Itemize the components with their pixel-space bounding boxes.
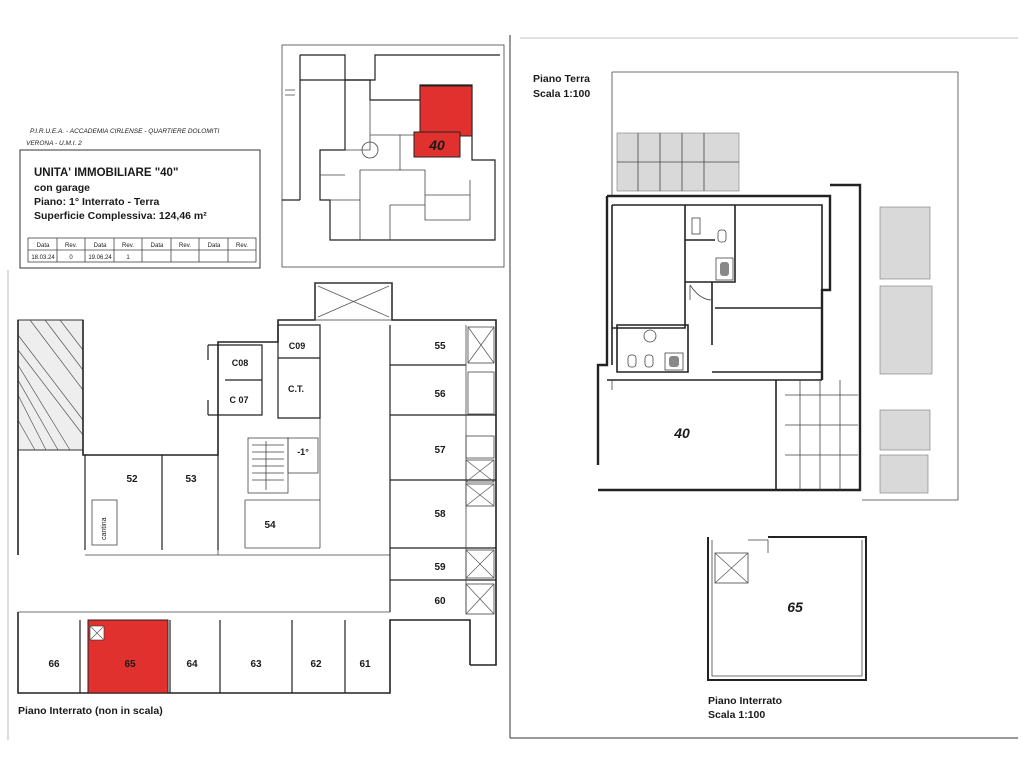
unit-title: UNITA' IMMOBILIARE "40" xyxy=(34,167,178,179)
basement-plan: C09 C08 C 07 C.T. -1° 52 53 54 cantina 5… xyxy=(17,282,497,717)
rev-header: Rev. xyxy=(65,243,77,249)
garage-55: 55 xyxy=(434,341,446,352)
garage-58: 58 xyxy=(434,509,446,520)
room-c09: C09 xyxy=(289,341,306,351)
ground-floor-unit-label: 40 xyxy=(673,425,690,441)
rev-value: 1 xyxy=(126,255,130,261)
garage-65: 65 xyxy=(124,659,136,670)
garage-56: 56 xyxy=(434,389,446,400)
garage-64: 64 xyxy=(186,659,198,670)
key-plan-unit-label: 40 xyxy=(428,137,445,153)
garage-59: 59 xyxy=(434,562,446,573)
revision-table: Data Rev. Data Rev. Data Rev. Data Rev. … xyxy=(27,237,257,263)
rev-header: Data xyxy=(94,243,107,249)
sheet-frame xyxy=(7,35,1018,740)
room-54: 54 xyxy=(264,520,276,531)
rev-header: Data xyxy=(151,243,164,249)
room-cantina: cantina xyxy=(101,517,108,540)
ground-floor-scale: Scala 1:100 xyxy=(533,88,590,100)
garage-plan: 65 Piano Interrato Scala 1:100 xyxy=(707,536,867,721)
room-c07: C 07 xyxy=(229,395,248,405)
ground-floor-title: Piano Terra xyxy=(533,73,590,85)
title-block: P.I.R.U.E.A. - ACCADEMIA CIRLENSE - QUAR… xyxy=(19,128,261,269)
key-plan: 40 xyxy=(281,44,505,268)
garage-plan-title: Piano Interrato xyxy=(708,695,782,707)
garage-63: 63 xyxy=(250,659,262,670)
garage-plan-scale: Scala 1:100 xyxy=(708,709,765,721)
rev-value: 19.06.24 xyxy=(88,255,112,261)
basement-caption: Piano Interrato (non in scala) xyxy=(18,705,163,717)
room-53: 53 xyxy=(185,474,197,485)
stairs-level: -1° xyxy=(297,447,309,457)
garage-57: 57 xyxy=(434,445,446,456)
garage-61: 61 xyxy=(359,659,371,670)
rev-header: Rev. xyxy=(179,243,191,249)
rev-header: Rev. xyxy=(236,243,248,249)
ground-floor-plan: Piano Terra Scala 1:100 40 xyxy=(533,71,959,501)
garage-66: 66 xyxy=(48,659,60,670)
rev-value: 18.03.24 xyxy=(31,255,55,261)
rev-value: 0 xyxy=(69,255,73,261)
room-52: 52 xyxy=(126,474,138,485)
garage-unit-label: 65 xyxy=(787,599,803,615)
room-c08: C08 xyxy=(232,358,249,368)
rev-header: Data xyxy=(208,243,221,249)
unit-line-4: Superficie Complessiva: 124,46 m² xyxy=(34,210,207,222)
header-line-2: VERONA - U.M.I. 2 xyxy=(26,140,82,147)
rev-header: Data xyxy=(37,243,50,249)
rev-header: Rev. xyxy=(122,243,134,249)
unit-line-2: con garage xyxy=(34,182,90,194)
unit-line-3: Piano: 1° Interrato - Terra xyxy=(34,196,160,208)
room-ct: C.T. xyxy=(288,384,304,394)
header-line-1: P.I.R.U.E.A. - ACCADEMIA CIRLENSE - QUAR… xyxy=(30,128,219,135)
garage-62: 62 xyxy=(310,659,322,670)
garage-60: 60 xyxy=(434,596,446,607)
